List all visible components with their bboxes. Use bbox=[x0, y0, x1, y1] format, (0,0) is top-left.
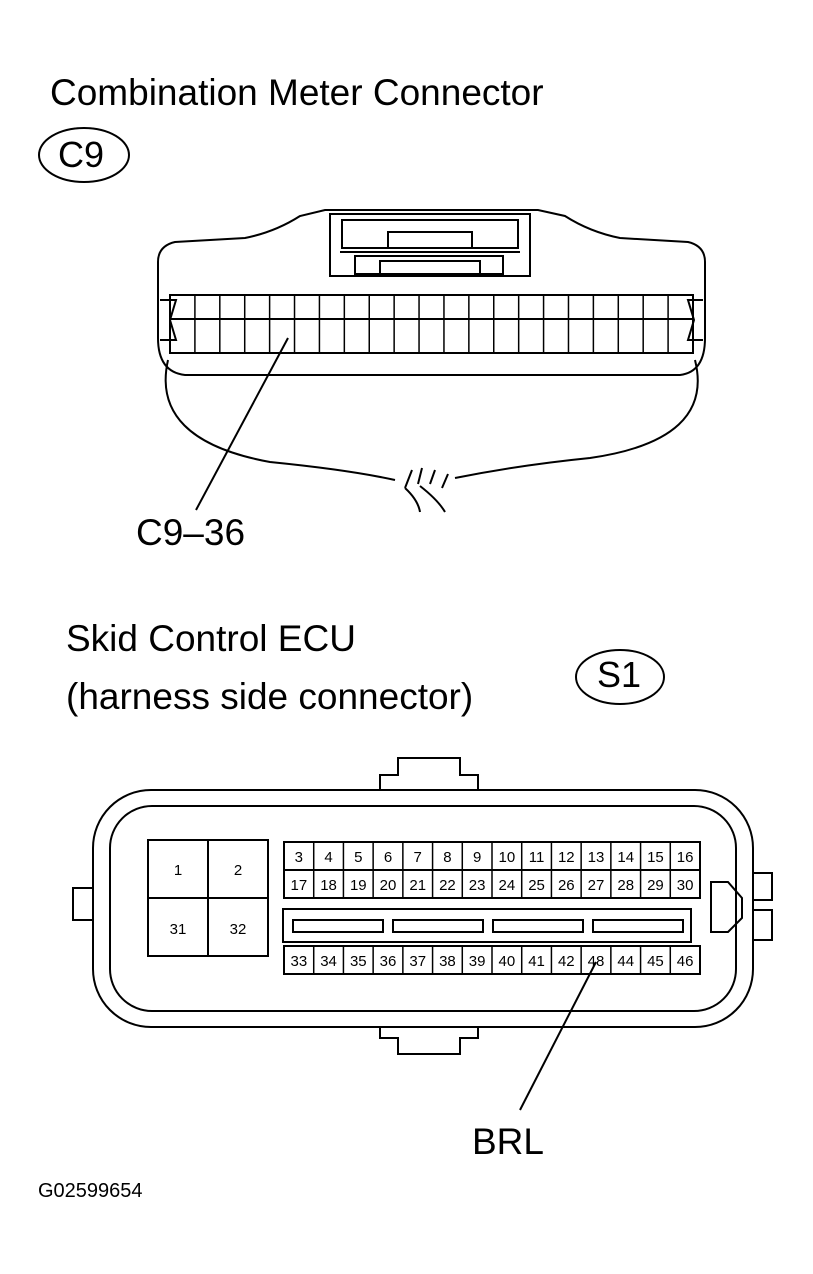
s1-pin-28: 28 bbox=[617, 877, 634, 894]
s1-pin-20: 20 bbox=[380, 877, 397, 894]
c9-connector-id: C9 bbox=[58, 134, 105, 175]
s1-center-rib bbox=[282, 908, 692, 943]
c9-callout-label: C9–36 bbox=[136, 512, 246, 553]
s1-callout-leader bbox=[519, 961, 597, 1111]
s1-pin-16: 16 bbox=[677, 849, 694, 866]
s1-right-latch bbox=[710, 881, 743, 933]
s1-pin-11: 11 bbox=[529, 849, 545, 866]
s1-pin-10: 10 bbox=[499, 849, 516, 866]
s1-pin-33: 33 bbox=[291, 953, 308, 970]
s1-pin-19: 19 bbox=[350, 877, 367, 894]
s1-pin-40: 40 bbox=[499, 953, 516, 970]
s1-pin-8: 8 bbox=[443, 849, 451, 866]
s1-pin-34: 34 bbox=[320, 953, 337, 970]
s1-id-ellipse bbox=[575, 649, 665, 705]
s1-pin-14: 14 bbox=[617, 849, 634, 866]
s1-pin-48: 48 bbox=[588, 953, 605, 970]
s1-pin-44: 44 bbox=[617, 953, 634, 970]
s1-pin-37: 37 bbox=[409, 953, 426, 970]
s1-top-tab bbox=[379, 757, 479, 790]
s1-pin-13: 13 bbox=[588, 849, 605, 866]
s1-pin-30: 30 bbox=[677, 877, 694, 894]
s1-pin-29: 29 bbox=[647, 877, 664, 894]
s1-pin-22: 22 bbox=[439, 877, 456, 894]
s1-pin-46: 46 bbox=[677, 953, 694, 970]
c9-id-ellipse bbox=[38, 127, 130, 183]
c9-harness bbox=[164, 359, 699, 481]
c9-pin-grid bbox=[169, 294, 694, 354]
s1-pin-4: 4 bbox=[324, 849, 332, 866]
s1-pin-24: 24 bbox=[499, 877, 516, 894]
c9-latch bbox=[329, 213, 531, 277]
s1-pin-18: 18 bbox=[320, 877, 337, 894]
s1-left-tab bbox=[72, 887, 93, 921]
s1-bottom-tab bbox=[379, 1027, 479, 1055]
s1-pin-26: 26 bbox=[558, 877, 575, 894]
s1-pin-42: 42 bbox=[558, 953, 575, 970]
s1-pin-5: 5 bbox=[354, 849, 362, 866]
s1-large-pin-2: 2 bbox=[234, 862, 242, 879]
s1-pin-35: 35 bbox=[350, 953, 367, 970]
s1-pin-41: 41 bbox=[528, 953, 545, 970]
s1-title-line1: Skid Control ECU bbox=[66, 618, 356, 659]
s1-connector-body bbox=[92, 789, 754, 1028]
s1-pin-17: 17 bbox=[291, 877, 308, 894]
s1-pin-27: 27 bbox=[588, 877, 605, 894]
s1-pin-25: 25 bbox=[528, 877, 545, 894]
c9-title: Combination Meter Connector bbox=[50, 72, 544, 113]
s1-title-line2: (harness side connector) bbox=[66, 676, 474, 717]
s1-pin-7: 7 bbox=[414, 849, 422, 866]
s1-pin-12: 12 bbox=[558, 849, 575, 866]
c9-connector-body bbox=[157, 209, 706, 376]
s1-pin-38: 38 bbox=[439, 953, 456, 970]
s1-pin-3: 3 bbox=[295, 849, 303, 866]
s1-pin-6: 6 bbox=[384, 849, 392, 866]
s1-pin-36: 36 bbox=[380, 953, 397, 970]
s1-large-pin-1: 1 bbox=[174, 862, 182, 879]
s1-pin-15: 15 bbox=[647, 849, 664, 866]
c9-callout-leader bbox=[195, 337, 289, 511]
s1-pin-23: 23 bbox=[469, 877, 486, 894]
s1-pin-39: 39 bbox=[469, 953, 486, 970]
s1-large-pin-31: 31 bbox=[170, 921, 187, 938]
s1-pin-21: 21 bbox=[409, 877, 426, 894]
s1-large-pin-32: 32 bbox=[230, 921, 247, 938]
s1-pin-9: 9 bbox=[473, 849, 481, 866]
s1-callout-label: BRL bbox=[472, 1121, 544, 1162]
figure-code: G02599654 bbox=[38, 1180, 143, 1202]
s1-pin-45: 45 bbox=[647, 953, 664, 970]
s1-connector-id: S1 bbox=[597, 654, 642, 695]
